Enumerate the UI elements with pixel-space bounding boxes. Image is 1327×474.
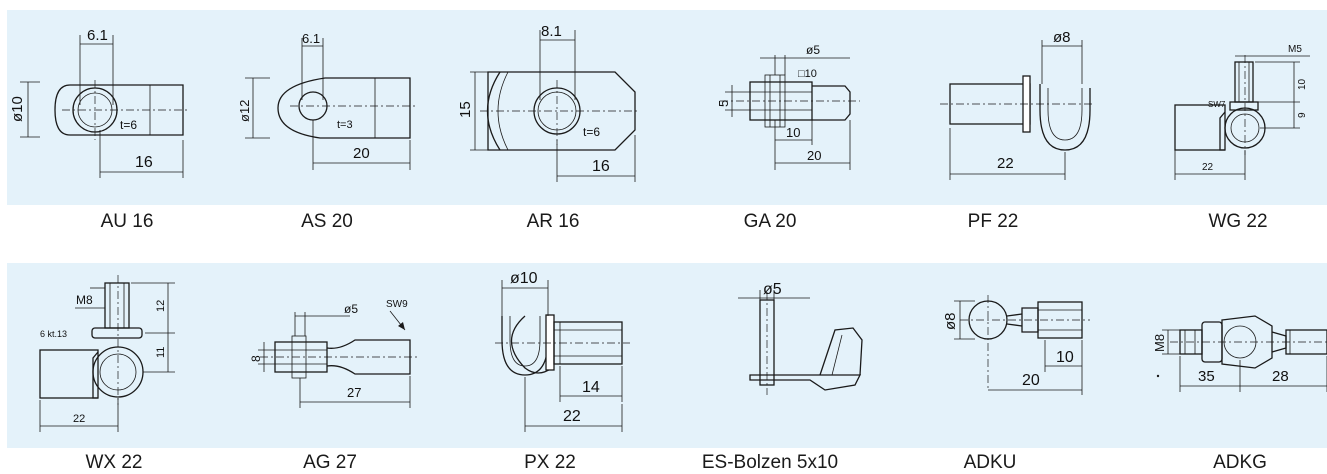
px22-dim-length: 22: [563, 408, 581, 425]
ag27-dim-length: 27: [347, 385, 361, 400]
ar16-dim-hole-offset: 8.1: [541, 23, 562, 40]
au16-body-outline: [54, 84, 184, 136]
wx22-dim-12: 12: [155, 300, 167, 312]
ar16-drawing-svg: 8.1 15 t=6 16: [457, 23, 640, 182]
pf22-dim-length: 22: [997, 155, 1014, 172]
as20-dim-hole-offset: 6.1: [302, 31, 320, 46]
caption-px22: PX 22: [524, 452, 576, 473]
ga20-dim-slot: 5: [716, 100, 731, 107]
wx22-drawing-svg: M8 12 6 kt.13 11 22: [39, 275, 175, 432]
caption-pf22: PF 22: [967, 211, 1019, 232]
ar16-dim-height: 15: [457, 101, 474, 118]
drawing-ar16: 8.1 15 t=6 16 AR 16: [440, 0, 660, 232]
adkg-dim-35: 35: [1198, 368, 1215, 385]
wg22-dim-9: 9: [1297, 112, 1308, 118]
pf22-dim-diameter: ø8: [1053, 29, 1071, 46]
ga20-dim-length: 20: [807, 148, 821, 163]
drawing-au16: 6.1 ø10 t=6 16 AU 16: [0, 0, 220, 232]
adku-dim-length: 20: [1022, 372, 1040, 389]
px22-dim-diameter: ø10: [510, 270, 538, 287]
ga20-dim-pin-diameter: ø5: [806, 43, 820, 57]
wg22-dim-10: 10: [1297, 78, 1308, 90]
drawing-as20: 6.1 ø12 t=3 20 AS 20: [220, 0, 440, 232]
drawing-adku: ø8 10 20 ADKU: [880, 0, 1100, 473]
caption-ga20: GA 20: [743, 211, 797, 232]
es-bolzen-drawing-svg: ø5: [738, 281, 863, 395]
drawing-adkg: M8 35 28 ADKG: [1100, 0, 1327, 473]
caption-wg22: WG 22: [1208, 211, 1268, 232]
au16-drawing-svg: 6.1 ø10 t=6 16: [9, 27, 190, 178]
drawing-wx22: M8 12 6 kt.13 11 22 WX 22: [0, 0, 220, 473]
adkg-dim-28: 28: [1272, 368, 1289, 385]
wg22-drawing-svg: M5 10 SW7 9 22: [1174, 44, 1310, 180]
wg22-dim-length: 22: [1202, 162, 1214, 173]
drawing-px22: ø10 14 22 PX 22: [440, 0, 660, 473]
ag27-dim-8: 8: [249, 355, 263, 362]
drawing-pf22: ø8 22 PF 22: [880, 0, 1100, 232]
caption-au16: AU 16: [100, 211, 154, 232]
drawing-ga20: ø5 □10 5 10 20 GA 20: [660, 0, 880, 232]
ag27-dim-sw: SW9: [386, 299, 408, 310]
pf22-spring-clip: [1039, 84, 1091, 151]
au16-dim-diameter: ø10: [9, 96, 26, 122]
pf22-drawing-svg: ø8 22: [940, 29, 1095, 180]
caption-ar16: AR 16: [526, 211, 580, 232]
wg22-dim-sw: SW7: [1208, 100, 1226, 109]
wg22-dim-thread: M5: [1288, 44, 1302, 55]
wx22-stud: [104, 282, 130, 329]
adkg-socket-body: [1221, 315, 1273, 369]
caption-wx22: WX 22: [85, 452, 143, 473]
wx22-dim-hex: 6 kt.13: [40, 329, 67, 339]
drawing-wg22: M5 10 SW7 9 22 WG 22: [1100, 0, 1327, 232]
ar16-dim-thickness: t=6: [583, 125, 600, 139]
as20-dim-diameter: ø12: [237, 100, 252, 122]
caption-ag27: AG 27: [303, 452, 357, 473]
wx22-dim-length: 22: [73, 413, 85, 425]
px22-dim-14: 14: [582, 379, 600, 396]
caption-adku: ADKU: [963, 452, 1017, 473]
au16-dim-thickness: t=6: [120, 118, 137, 132]
au16-dim-length: 16: [135, 154, 153, 171]
drawing-es-bolzen: ø5 ES-Bolzen 5x10: [660, 0, 880, 473]
es-bolzen-base: [749, 374, 862, 391]
as20-dim-length: 20: [353, 145, 370, 162]
ar16-dim-length: 16: [592, 158, 610, 175]
wx22-body: [39, 349, 99, 399]
bottom-panel: [7, 263, 1327, 448]
ag27-dim-pin: ø5: [344, 302, 358, 316]
ga20-drawing-svg: ø5 □10 5 10 20: [716, 43, 860, 170]
ga20-dim-10: 10: [786, 125, 800, 140]
ag27-drawing-svg: ø5 SW9 8 27: [249, 299, 420, 408]
as20-dim-thickness: t=3: [337, 119, 353, 131]
es-bolzen-dim-diameter: ø5: [763, 281, 782, 298]
px22-drawing-svg: ø10 14 22: [495, 270, 630, 432]
top-panel: [7, 10, 1327, 205]
adku-dim-diameter: ø8: [942, 312, 959, 330]
au16-dim-hole-offset: 6.1: [87, 27, 108, 44]
caption-as20: AS 20: [301, 211, 353, 232]
as20-body-outline: [277, 77, 411, 139]
caption-es-bolzen: ES-Bolzen 5x10: [701, 452, 839, 473]
ga20-dim-square: □10: [798, 68, 817, 80]
adkg-drawing-svg: M8 35 28: [1152, 315, 1327, 392]
px22-clip: [511, 315, 553, 374]
adku-dim-10: 10: [1056, 349, 1074, 366]
adku-socket: [1037, 301, 1083, 339]
adkg-dim-thread: M8: [1152, 334, 1167, 352]
wx22-dim-11: 11: [155, 347, 167, 358]
drawing-ag27: ø5 SW9 8 27 AG 27: [220, 0, 440, 473]
as20-drawing-svg: 6.1 ø12 t=3 20: [237, 31, 415, 170]
wx22-dim-thread: M8: [76, 293, 93, 307]
adku-drawing-svg: ø8 10 20: [942, 295, 1090, 395]
caption-adkg: ADKG: [1213, 452, 1267, 473]
